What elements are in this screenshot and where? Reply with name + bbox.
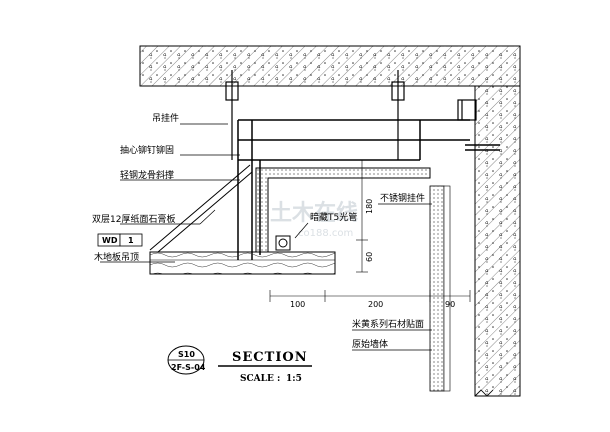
section-title: SECTION — [232, 350, 308, 365]
ref-bottom: 2F-S-04 — [171, 363, 206, 372]
label-light-tube: 暗藏T5光管 — [310, 211, 357, 223]
label-bolt: 抽心铆钉铆固 — [120, 144, 174, 156]
t5-light-tube — [275, 235, 291, 251]
tag-code: WD — [102, 236, 118, 245]
dim-100: 100 — [290, 300, 305, 309]
ref-top: S10 — [178, 350, 195, 359]
label-steel-hanger: 不锈钢挂件 — [380, 192, 425, 204]
title-block: S10 2F-S-04 SECTION SCALE : 1:5 — [167, 345, 312, 384]
hanger-rods — [225, 70, 477, 160]
watermark-main: 土木在线 — [270, 200, 358, 226]
label-wood-ceiling: 木地板吊顶 — [94, 251, 139, 263]
scale-label: SCALE : — [240, 374, 280, 384]
material-tag: WD 1 — [97, 233, 143, 247]
watermark-sub: co188.com — [298, 228, 353, 239]
original-wall — [474, 85, 521, 397]
label-keel: 轻钢龙骨斜撑 — [120, 169, 174, 181]
dim-90: 90 — [445, 300, 455, 309]
dim-180: 180 — [365, 199, 374, 214]
ceiling-slab — [139, 45, 521, 87]
scale-value: 1:5 — [286, 374, 302, 384]
label-hanger: 吊挂件 — [152, 112, 179, 124]
dimension-lines — [269, 159, 471, 302]
stone-facing — [429, 185, 445, 392]
label-stone-face: 米黄系列石材贴面 — [352, 318, 424, 330]
leader-lines — [100, 123, 432, 351]
wood-ceiling-band — [149, 251, 336, 275]
light-steel-keel — [149, 119, 500, 260]
dim-60: 60 — [365, 252, 374, 262]
dim-200: 200 — [368, 300, 383, 309]
label-gypsum: 双层12厚纸面石膏板 — [92, 213, 175, 225]
label-wall: 原始墙体 — [352, 338, 388, 350]
tag-num: 1 — [128, 236, 134, 245]
